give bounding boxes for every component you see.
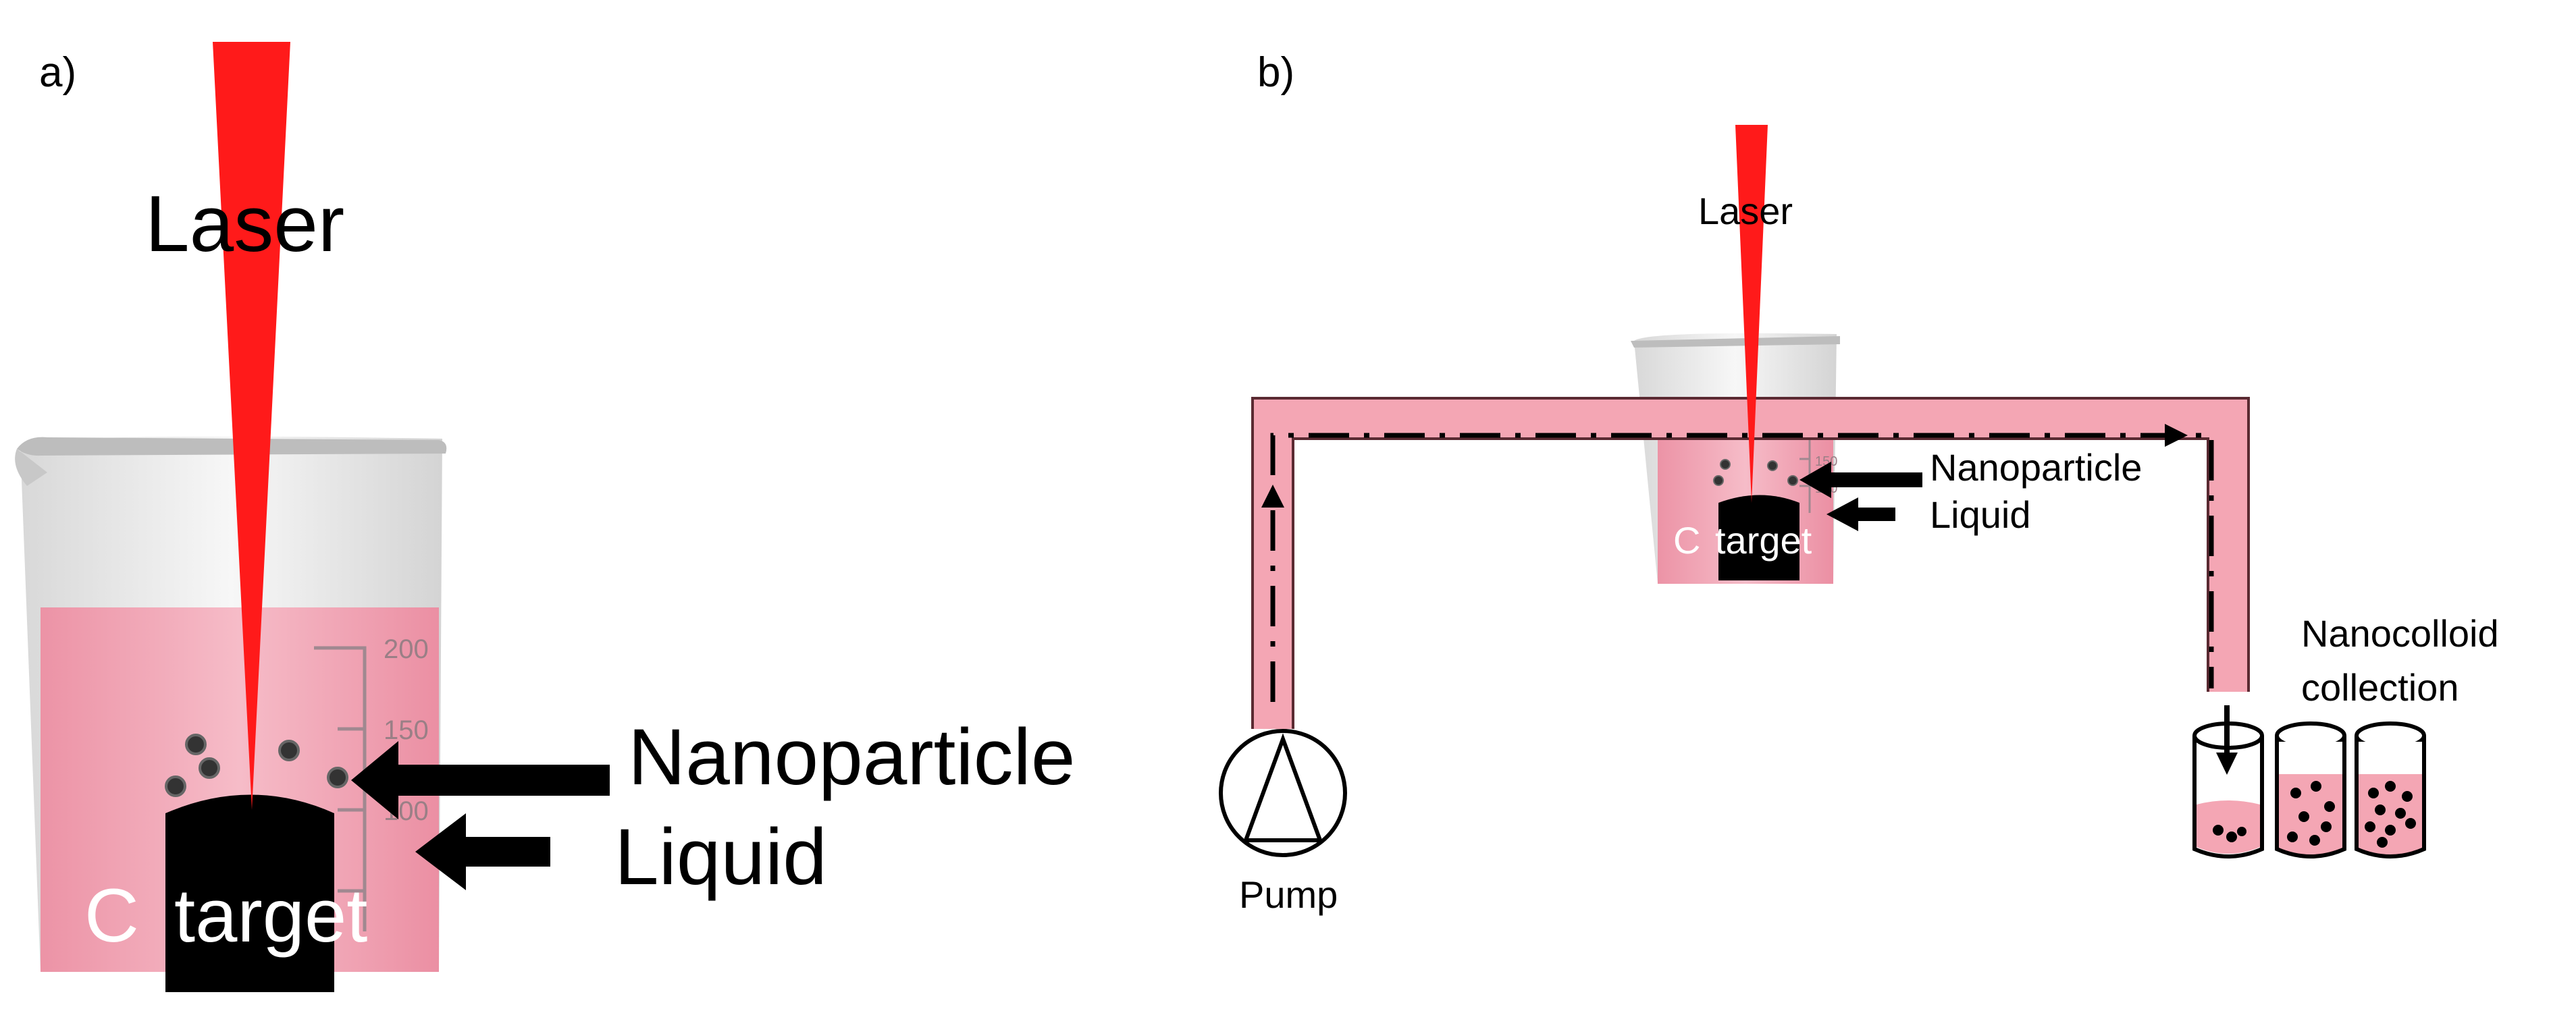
beaker-a-rim: [17, 437, 447, 456]
nanoparticles-a: [165, 734, 348, 797]
arrow-liquid-b: [1826, 497, 1895, 531]
liquid-a-label: Liquid: [614, 813, 827, 902]
laser-beam-b: [1735, 125, 1768, 503]
vial-1: [2192, 705, 2264, 858]
flow-arrow-up: [1261, 485, 1284, 508]
nanoparticle-a-label: Nanoparticle: [628, 713, 1075, 802]
grad-b-150: 150: [1815, 454, 1837, 469]
collection-label-line2: collection: [2301, 666, 2459, 709]
grad-a-200: 200: [384, 634, 429, 664]
beaker-a-spout: [15, 449, 47, 486]
laser-a-label: Laser: [145, 180, 344, 269]
vial-2: [2275, 721, 2346, 858]
panel-a: a) 200 150 100 C target: [15, 42, 1075, 992]
panel-b: b) 150 100 C target: [1219, 49, 2499, 916]
vial-3: [2355, 721, 2426, 858]
flow-arrow-right: [2165, 424, 2188, 447]
graduations-a: [314, 646, 367, 931]
panel-b-label: b): [1257, 49, 1294, 96]
c-target-a: C target: [84, 794, 367, 992]
nanoparticle-b-label: Nanoparticle: [1930, 446, 2142, 489]
beaker-b-rim: [1631, 336, 1840, 348]
liquid-b-label: Liquid: [1930, 493, 2030, 536]
arrow-nanoparticle-b: [1799, 462, 1922, 498]
arrow-liquid-a: [415, 813, 550, 890]
nanoparticles-b: [1713, 459, 1798, 486]
panel-a-label: a): [39, 49, 76, 96]
arrow-nanoparticle-a: [351, 741, 610, 819]
pump-icon: [1219, 729, 1347, 857]
target-b-c: C: [1673, 519, 1700, 562]
collection-label-line1: Nanocolloid: [2301, 612, 2499, 655]
grad-a-150: 150: [384, 715, 429, 745]
flow-direction-line: [1270, 433, 2214, 702]
target-a-word: target: [174, 873, 367, 958]
c-target-b: C target: [1673, 495, 1812, 580]
laser-b-label: Laser: [1698, 190, 1793, 232]
pump-label: Pump: [1239, 873, 1338, 916]
target-b-word: target: [1715, 519, 1812, 562]
target-a-c: C: [84, 873, 139, 958]
laser-beam-a: [213, 42, 290, 810]
